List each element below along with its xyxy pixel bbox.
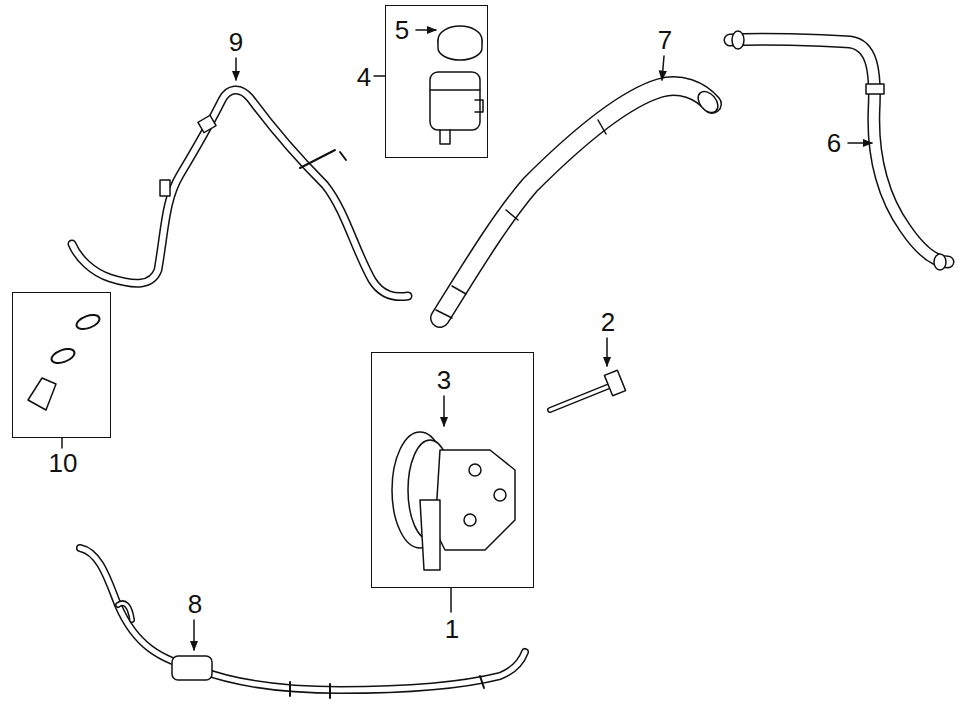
part-group-box: 1	[371, 352, 534, 588]
callout-number: 9	[229, 29, 243, 55]
callout-number: 2	[601, 309, 615, 335]
cooler-line	[80, 548, 525, 690]
callout-number: 5	[395, 17, 409, 43]
callout-number: 3	[437, 367, 451, 393]
callout-number: 7	[658, 27, 672, 53]
return-hose	[440, 86, 712, 318]
callout-number: 6	[827, 130, 841, 156]
callout-number: 8	[188, 591, 202, 617]
callout-number: 10	[49, 450, 78, 476]
part-group-box: 10	[12, 292, 111, 438]
pressure-hose	[72, 90, 408, 297]
callout-number: 4	[357, 64, 371, 90]
cooler-hose	[730, 39, 948, 262]
callout-number: 1	[445, 616, 459, 642]
